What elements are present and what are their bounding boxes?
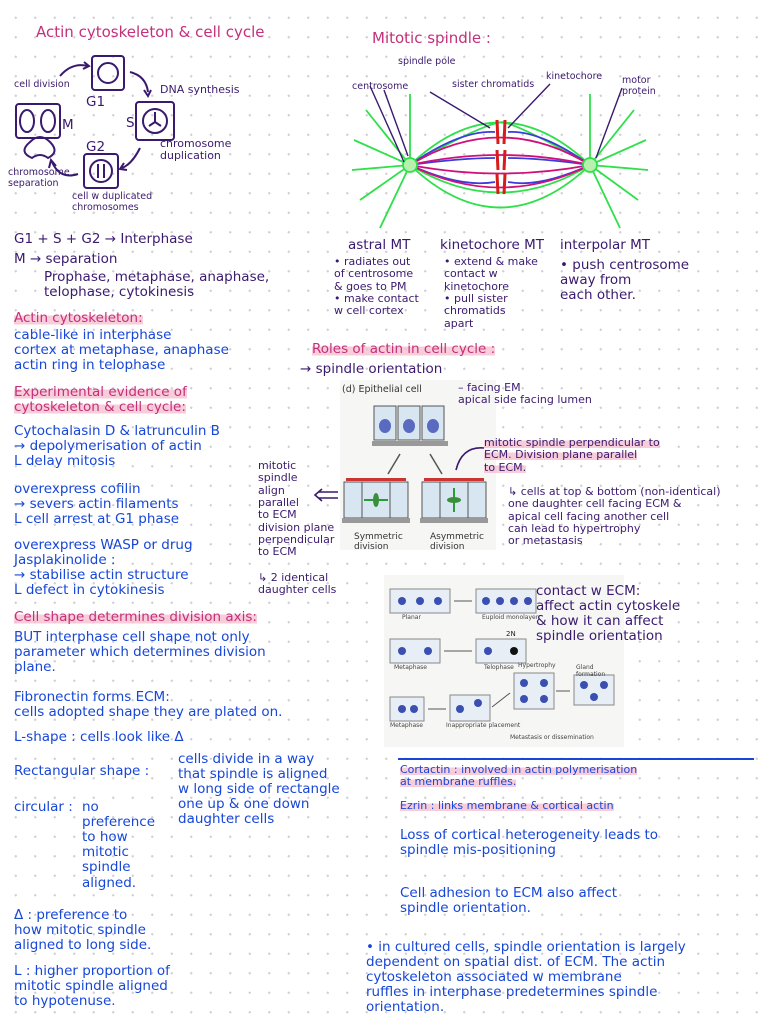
arrow-left-icon <box>313 488 338 502</box>
roles-text: → spindle orientation <box>300 361 443 377</box>
wasp-text: overexpress WASP or drug Jasplakinolide … <box>14 537 193 599</box>
label-cell-division: cell division <box>14 79 70 90</box>
rectangular-text: cells divide in a way that spindle is al… <box>178 751 340 828</box>
delta-preference-text: Δ : preference to how mitotic spindle al… <box>14 907 152 954</box>
label-chromosome-duplication: chromosome duplication <box>160 137 232 163</box>
epithelial-figure-drawing <box>342 405 488 523</box>
right-centrosome-icon <box>582 157 598 173</box>
astral-mt-text: • radiates out of centrosome & goes to P… <box>334 255 419 318</box>
cortactin-text: Cortactin : involved in actin polymerisa… <box>400 763 638 789</box>
spindle-orientation-figure: Planar Euploid monolayer Metaphase 2N Te… <box>384 575 624 747</box>
c-metastasis-label: Metastasis or dissemination <box>510 734 594 741</box>
label-g1: G1 <box>86 94 106 110</box>
label-centrosome: centrosome <box>352 81 409 92</box>
cell-cycle-diagram <box>15 55 175 189</box>
interpolar-mt-heading: interpolar MT <box>560 237 651 253</box>
interphase-text: G1 + S + G2 → Interphase <box>14 231 193 247</box>
contact-ecm-text: contact w ECM: affect actin cytoskele & … <box>536 583 681 645</box>
b-metaphase-label: Metaphase <box>394 664 428 671</box>
label-spindle-pole: spindle pole <box>398 56 456 67</box>
curved-arrow-icon <box>455 447 485 471</box>
roles-heading: Roles of actin in cell cycle : <box>312 341 496 357</box>
phases-text: Prophase, metaphase, anaphase, telophase… <box>44 269 270 301</box>
cell-shape-text: BUT interphase cell shape not only param… <box>14 629 266 676</box>
a-euploid-label: Euploid monolayer <box>482 614 539 621</box>
kinetochore-mt-text: • extend & make contact w kinetochore • … <box>444 255 538 330</box>
fibronectin-text: Fibronectin forms ECM: cells adopted sha… <box>14 689 283 721</box>
cell-m-icon <box>15 103 61 139</box>
label-dna-synthesis: DNA synthesis <box>160 83 240 96</box>
circular-label: circular : <box>14 799 73 815</box>
c-metaphase-label: Metaphase <box>390 722 424 729</box>
actin-cytoskeleton-heading: Actin cytoskeleton: <box>14 310 143 326</box>
a-planar-label: Planar <box>402 614 421 621</box>
label-s: S <box>126 115 135 131</box>
dividing-cell-icon <box>23 136 56 160</box>
loss-heterogeneity-text: Loss of cortical heterogeneity leads to … <box>400 827 659 859</box>
l-hypotenuse-text: L : higher proportion of mitotic spindle… <box>14 963 170 1010</box>
ezrin-text: Ezrin : links membrane & cortical actin <box>400 799 614 812</box>
cell-s-icon <box>135 101 175 141</box>
parallel-text: mitotic spindle align parallel to ECM di… <box>258 459 335 559</box>
facing-text: – facing EM apical side facing lumen <box>458 381 592 407</box>
cytochalasin-text: Cytochalasin D & latrunculin B → depolym… <box>14 423 220 470</box>
interpolar-mt-text: • push centrosome away from each other. <box>560 257 690 304</box>
label-m: M <box>62 117 74 133</box>
label-kinetochore: kinetochore <box>546 71 603 82</box>
astral-mt-heading: astral MT <box>348 237 411 253</box>
figure-label: (d) Epithelial cell <box>342 384 422 395</box>
b-telophase-label: Telophase <box>484 664 514 671</box>
cell-g1-icon <box>91 55 125 91</box>
c-gland-label: Gland formation <box>576 664 606 678</box>
orientation-figure-drawing <box>389 588 615 722</box>
perpendicular-text: mitotic spindle perpendicular to ECM. Di… <box>484 436 660 474</box>
label-sister-chromatids: sister chromatids <box>452 79 535 90</box>
rectangular-label: Rectangular shape : <box>14 763 150 779</box>
divider-line <box>398 758 754 760</box>
label-chromosome-separation: chromosome separation <box>8 167 70 189</box>
asymmetric-division-label: Asymmetric division <box>430 532 484 553</box>
mitotic-spindle-title: Mitotic spindle : <box>372 29 491 47</box>
kinetochore-mt-heading: kinetochore MT <box>440 237 544 253</box>
left-centrosome-icon <box>402 157 418 173</box>
label-motor-protein: motor protein <box>622 75 656 97</box>
cofilin-text: overexpress cofilin → severs actin filam… <box>14 481 180 528</box>
title-actin-cell-cycle: Actin cytoskeleton & cell cycle <box>36 23 265 41</box>
evidence-heading: Experimental evidence of cytoskeleton & … <box>14 384 187 416</box>
c-hypertrophy-label: Hypertrophy <box>518 662 556 669</box>
cell-adhesion-text: Cell adhesion to ECM also affect spindle… <box>400 885 618 917</box>
l-shape-text: L-shape : cells look like Δ <box>14 729 184 745</box>
asymmetric-text: ↳ cells at top & bottom (non-identical) … <box>508 485 721 548</box>
cultured-cells-text: • in cultured cells, spindle orientation… <box>366 939 686 1016</box>
c-inappropriate-label: Inappropriate placement <box>446 722 521 729</box>
symmetric-division-label: Symmetric division <box>354 532 403 553</box>
mitotic-spindle-diagram <box>351 83 649 229</box>
cell-g2-icon <box>83 153 119 189</box>
label-g2: G2 <box>86 139 106 155</box>
actin-cytoskeleton-text: cable-like in interphase cortex at metap… <box>14 327 229 374</box>
epithelial-cell-figure: (d) Epithelial cell Symmetric division A… <box>340 380 496 553</box>
label-cell-duplicated: cell w duplicated chromosomes <box>72 191 153 213</box>
cell-shape-heading: Cell shape determines division axis: <box>14 609 257 625</box>
identical-text: ↳ 2 identical daughter cells <box>258 571 337 597</box>
b-2n-label: 2N <box>506 630 516 638</box>
circular-text: no preference to how mitotic spindle ali… <box>82 799 156 891</box>
m-separation-text: M → separation <box>14 251 118 267</box>
